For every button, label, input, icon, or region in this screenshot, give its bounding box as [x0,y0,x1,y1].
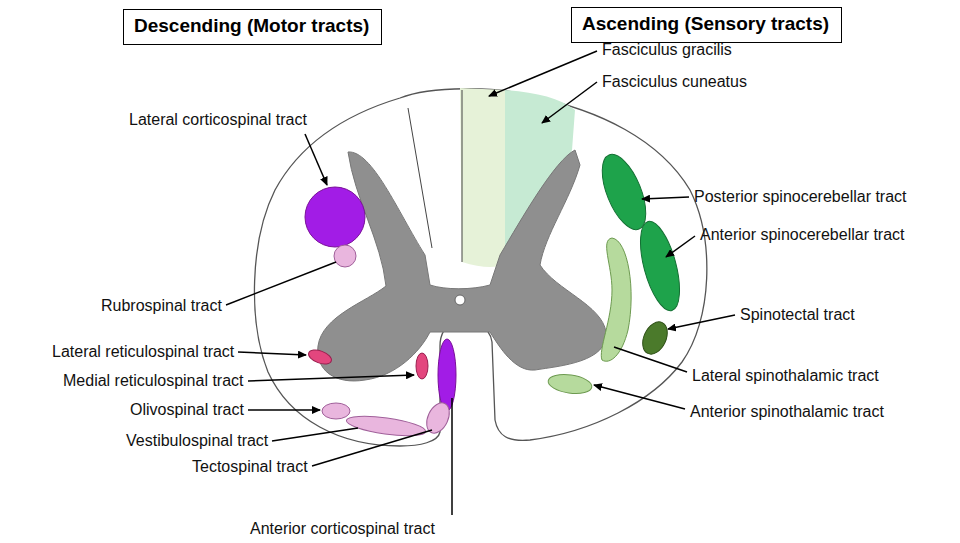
spinotectal-blob [638,318,672,358]
anterior-spinocerebellar-blob [633,217,688,314]
central-canal [455,295,465,305]
heading-box: Ascending (Sensory tracts) [571,7,842,43]
leader-line [594,385,685,409]
tract-label: Lateral corticospinal tract [129,110,307,130]
lateral-spinothalamic-blob [601,238,631,361]
leader-line [666,236,695,257]
tract-label: Anterior corticospinal tract [250,519,435,539]
leader-line [305,134,327,185]
leader-line [312,430,432,466]
tract-label: Anterior spinocerebellar tract [700,225,905,245]
olivospinal-blob [322,403,350,419]
fasciculus-gracilis-region [460,88,505,267]
tract-label: Fasciculus cuneatus [602,72,747,92]
medial-reticulospinal-blob [416,353,428,379]
tract-label: Fasciculus gracilis [602,40,732,60]
leader-line [542,82,597,123]
tract-label: Tectospinal tract [192,457,308,477]
leader-line [614,347,687,372]
leader-line [272,428,358,441]
heading-box: Descending (Motor tracts) [123,9,382,45]
heading-text: Descending (Motor tracts) [134,15,369,37]
posterior-median-septum [408,108,432,248]
leader-line [226,262,336,305]
tract-label: Lateral spinothalamic tract [692,366,879,386]
leader-line [248,375,414,381]
tract-label: Anterior spinothalamic tract [690,402,884,422]
tract-label: Posterior spinocerebellar tract [694,187,907,207]
leader-line [248,409,320,411]
anterior-corticospinal-blob [438,339,456,411]
tract-label: Spinotectal tract [740,305,855,325]
leader-line [642,197,689,199]
tract-label: Rubrospinal tract [101,296,222,316]
lateral-corticospinal-blob [305,187,365,247]
tract-label: Medial reticulospinal tract [63,371,244,391]
tract-label: Lateral reticulospinal tract [52,342,234,362]
leader-line [451,398,453,515]
leader-line [668,315,735,329]
tract-label: Olivospinal tract [130,400,244,420]
leader-line [489,51,597,96]
posterior-septum [462,90,463,262]
anterior-spinothalamic-blob [547,372,593,396]
lateral-reticulospinal-blob [307,347,334,366]
heading-text: Ascending (Sensory tracts) [582,13,829,35]
leader-line [238,352,306,355]
rubrospinal-blob [334,245,356,267]
tract-label: Vestibulospinal tract [126,431,268,451]
